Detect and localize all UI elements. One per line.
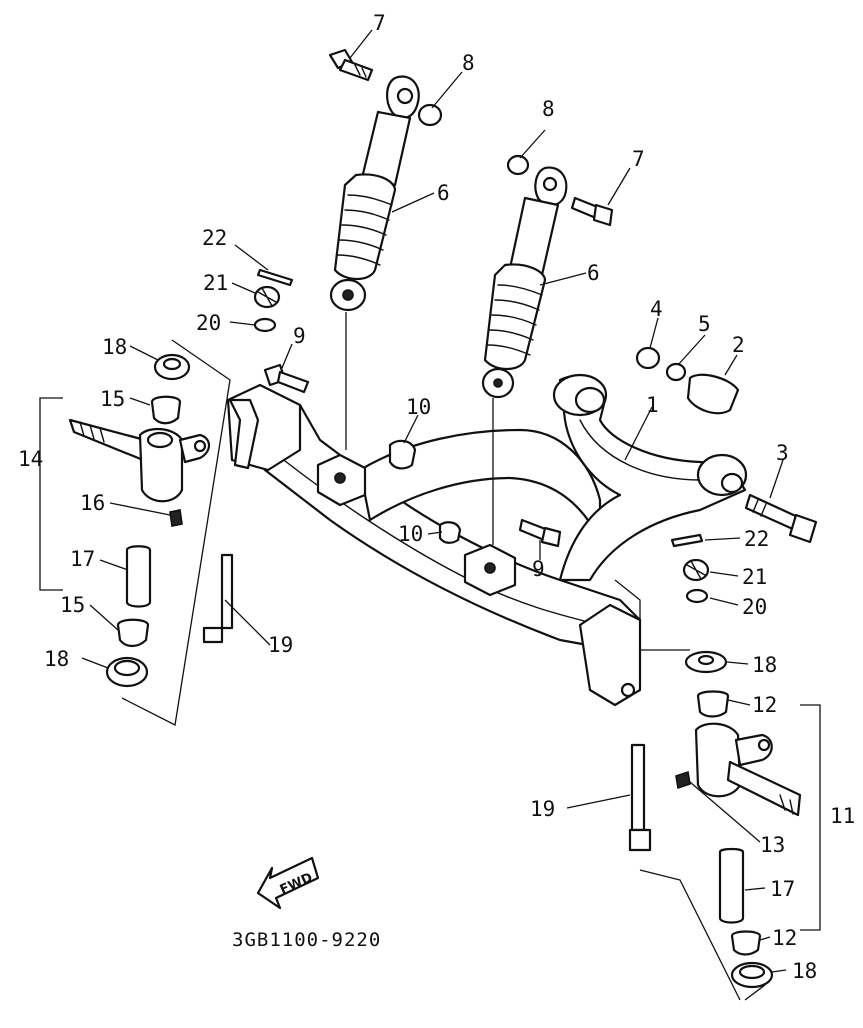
callout-18: 18 <box>44 647 69 671</box>
callout-15: 15 <box>60 593 85 617</box>
callout-21: 21 <box>742 565 767 589</box>
callout-7: 7 <box>632 147 645 171</box>
bolt-7-right <box>570 196 614 227</box>
callout-9: 9 <box>293 324 306 348</box>
callout-16: 16 <box>80 491 105 515</box>
callout-21: 21 <box>203 271 228 295</box>
callout-8: 8 <box>542 97 555 121</box>
bolt-3 <box>744 493 818 544</box>
swing-arm-frame <box>226 373 748 707</box>
callout-19: 19 <box>530 797 555 821</box>
callout-22: 22 <box>744 527 769 551</box>
callout-22: 22 <box>202 226 227 250</box>
callout-18: 18 <box>752 653 777 677</box>
bolt-7-top <box>328 48 374 82</box>
washer-5 <box>665 362 687 382</box>
callout-14: 14 <box>18 447 43 471</box>
callout-11: 11 <box>830 804 855 828</box>
shock-absorber-left <box>329 75 420 450</box>
leader-lines <box>39 29 821 1001</box>
callout-6: 6 <box>587 261 600 285</box>
callout-2: 2 <box>732 333 745 357</box>
callout-17: 17 <box>770 877 795 901</box>
callout-6: 6 <box>437 181 450 205</box>
callout-13: 13 <box>760 833 785 857</box>
callout-labels: 7 8 8 7 6 6 22 21 20 9 18 15 14 16 17 15… <box>18 11 855 983</box>
callout-18: 18 <box>102 335 127 359</box>
callout-12: 12 <box>752 693 777 717</box>
fwd-arrow: FWD <box>256 856 320 910</box>
callout-1: 1 <box>646 393 659 417</box>
callout-12: 12 <box>772 926 797 950</box>
bolt-9-bottom <box>518 518 562 548</box>
shock-absorber-right <box>481 166 568 545</box>
callout-15: 15 <box>100 387 125 411</box>
nut-10-bottom <box>438 521 462 544</box>
callout-3: 3 <box>776 441 789 465</box>
callout-5: 5 <box>698 312 711 336</box>
nut-8-right <box>506 154 530 176</box>
callout-19: 19 <box>268 633 293 657</box>
callout-20: 20 <box>196 311 221 335</box>
callout-18: 18 <box>792 959 817 983</box>
callout-20: 20 <box>742 595 767 619</box>
callout-10: 10 <box>398 522 423 546</box>
nut-4 <box>635 346 661 370</box>
callout-7: 7 <box>373 11 386 35</box>
callout-4: 4 <box>650 297 663 321</box>
nut-10-top <box>388 439 417 470</box>
bolt-9-top <box>263 363 310 394</box>
callout-17: 17 <box>70 547 95 571</box>
callout-8: 8 <box>462 51 475 75</box>
left-knuckle-assembly <box>68 268 294 688</box>
diagram-code: 3GB1100-9220 <box>232 929 381 951</box>
callout-9: 9 <box>532 557 545 581</box>
right-knuckle-assembly <box>628 533 802 989</box>
bushing-2 <box>686 373 740 415</box>
callout-10: 10 <box>406 395 431 419</box>
nut-8-top <box>417 103 443 127</box>
